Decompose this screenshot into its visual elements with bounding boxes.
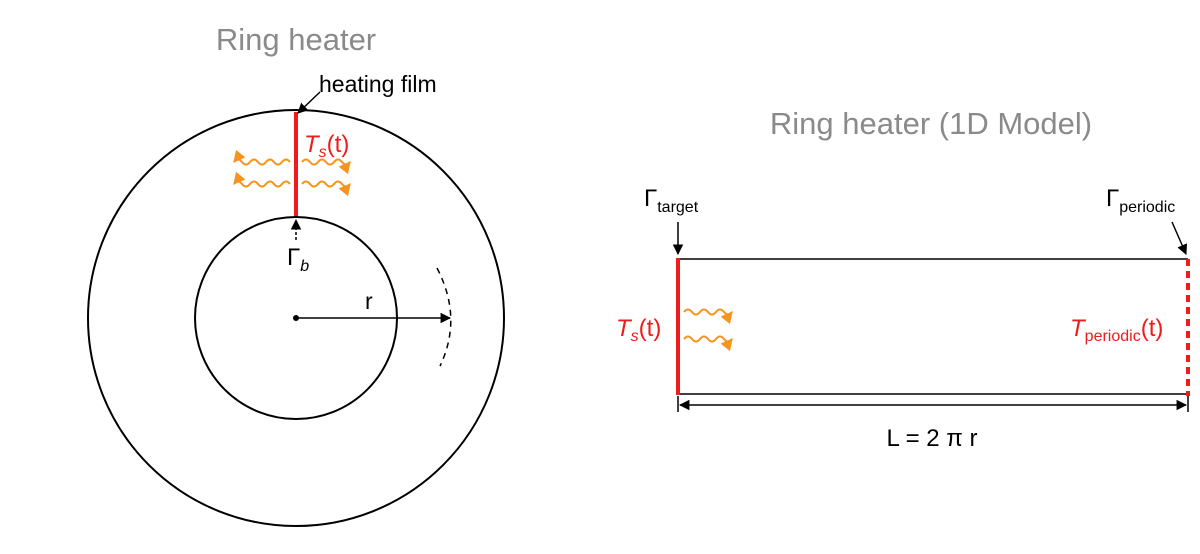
gamma-periodic-label: Γperiodic: [1106, 185, 1175, 216]
ts-label-ring: Ts(t): [304, 131, 349, 161]
ring-heater-1d-title: Ring heater (1D Model): [770, 106, 1092, 141]
heating-film-label: heating film: [319, 71, 437, 97]
radius-arc-dashed: [436, 267, 452, 367]
gamma-b-label: Γb: [287, 244, 309, 275]
gamma-target-label: Γtarget: [644, 185, 699, 216]
heat-wave-1d-upper: [683, 308, 733, 325]
radius-label: r: [365, 288, 373, 314]
heat-wave-1d-lower: [683, 335, 733, 352]
ring-heater-panel: Ring heater heating film Ts(t) Γb r: [87, 22, 505, 527]
center-point: [293, 315, 299, 321]
t-periodic-label: Tperiodic(t): [1070, 315, 1163, 345]
ring-heater-title: Ring heater: [216, 22, 376, 57]
ts-label-1d: Ts(t): [616, 315, 661, 345]
outer-ring: [87, 109, 505, 527]
heating-film-arrow: [297, 91, 321, 114]
ring-heater-1d-panel: Ring heater (1D Model) Γtarget Γperiodic…: [616, 106, 1190, 452]
gamma-periodic-arrow: [1171, 221, 1188, 255]
heat-wave-right-lower: [301, 180, 351, 197]
heat-wave-left-upper: [233, 149, 291, 166]
heat-wave-left-lower: [233, 171, 291, 188]
heat-wave-right-upper: [301, 158, 351, 175]
length-label: L = 2 π r: [886, 425, 977, 452]
